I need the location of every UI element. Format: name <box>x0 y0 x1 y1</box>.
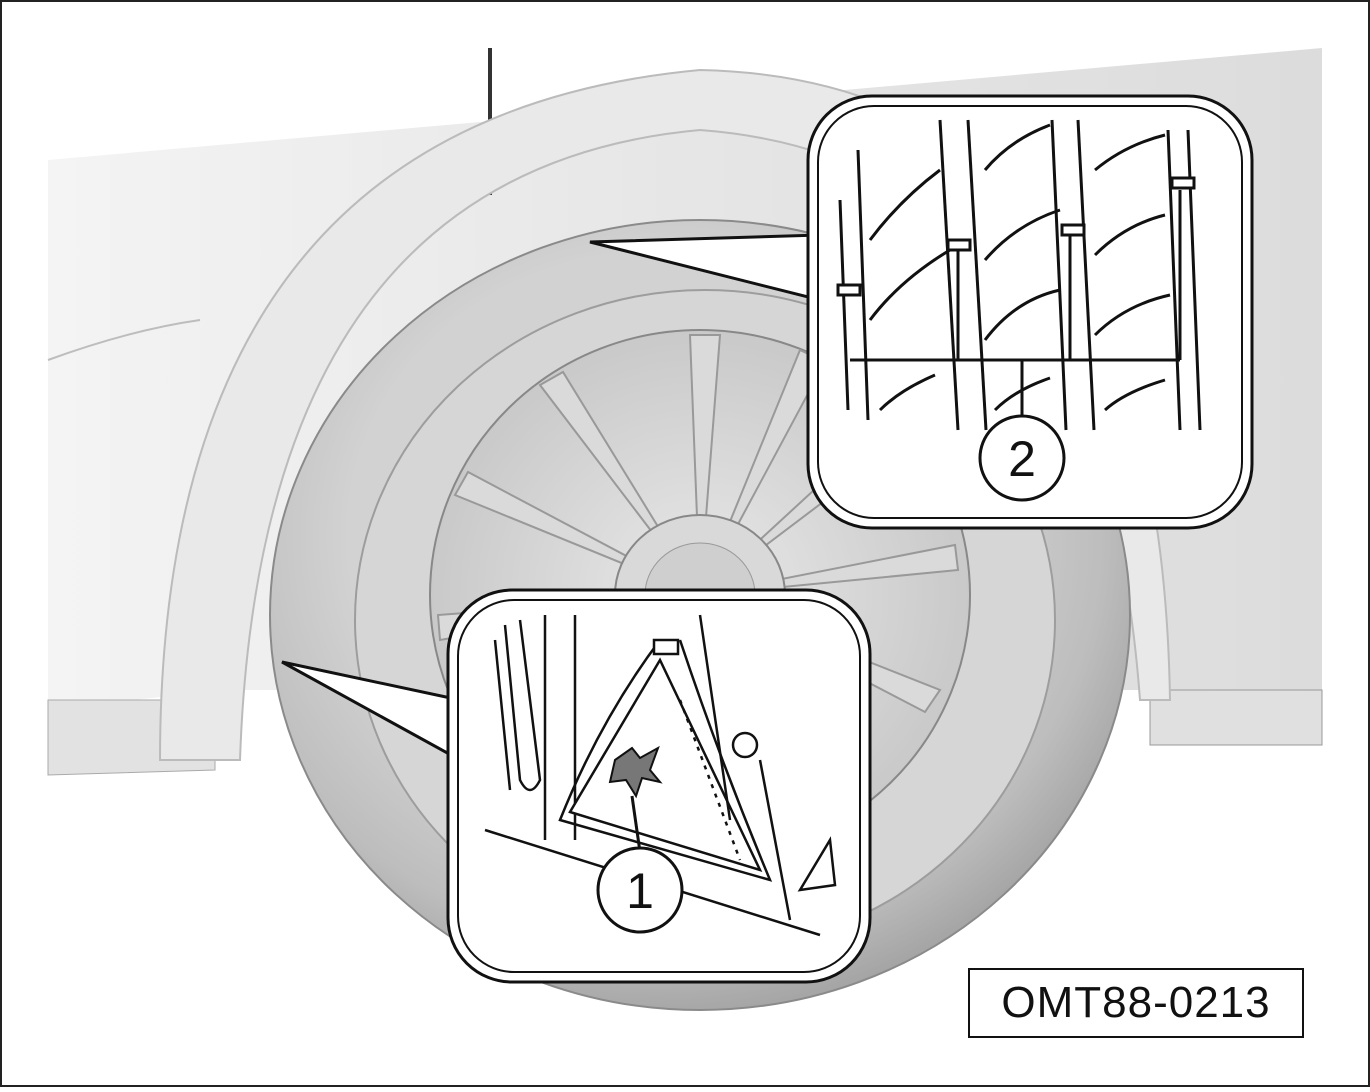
callout-1-circle <box>596 846 684 934</box>
tire-mark-icon <box>608 745 663 799</box>
wheel-arch <box>158 68 1172 761</box>
figure-code: OMT88-0213 <box>968 968 1304 1038</box>
callout-2-circle <box>978 414 1066 502</box>
callout-2-number: 2 <box>1008 431 1036 487</box>
inset-tread-wear-indicators: 2 <box>589 94 1254 530</box>
inset-location-mark: 1 <box>281 588 872 984</box>
callout-1-number: 1 <box>626 863 654 919</box>
